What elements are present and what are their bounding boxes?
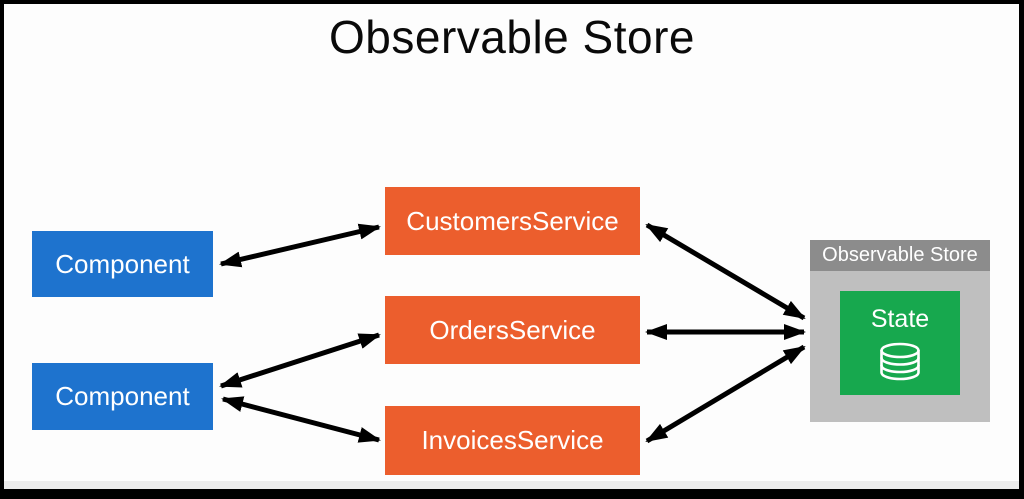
- arrow-invoices-store: [645, 344, 806, 444]
- database-icon: [880, 342, 920, 381]
- state-label: State: [870, 305, 930, 333]
- arrow-component-top-customers: [219, 223, 381, 268]
- observable-store-box: Observable Store State: [810, 240, 990, 422]
- arrow-component-bottom-orders: [219, 332, 381, 389]
- component-box-top: Component: [32, 231, 213, 297]
- customers-service-box: CustomersService: [385, 187, 640, 255]
- frame-border-right: [1019, 0, 1024, 499]
- bottom-strip: [4, 481, 1019, 489]
- customers-service-label: CustomersService: [406, 205, 619, 236]
- component-bottom-label: Component: [55, 381, 190, 411]
- page-title: Observable Store: [329, 11, 695, 63]
- orders-service-label: OrdersService: [429, 314, 596, 345]
- observable-store-header: Observable Store: [810, 240, 990, 271]
- frame-border-left: [0, 0, 4, 499]
- invoices-service-box: InvoicesService: [385, 406, 640, 475]
- observable-store-title: Observable Store: [822, 244, 978, 266]
- frame-border-bottom: [0, 489, 1024, 499]
- invoices-service-label: InvoicesService: [421, 425, 604, 455]
- component-top-label: Component: [55, 248, 190, 279]
- orders-service-box: OrdersService: [385, 296, 640, 364]
- arrow-customers-store: [645, 222, 806, 321]
- state-box: State: [840, 291, 960, 395]
- frame-border-top: [0, 0, 1024, 4]
- arrow-component-bottom-invoices: [221, 396, 381, 443]
- component-box-bottom: Component: [32, 363, 213, 430]
